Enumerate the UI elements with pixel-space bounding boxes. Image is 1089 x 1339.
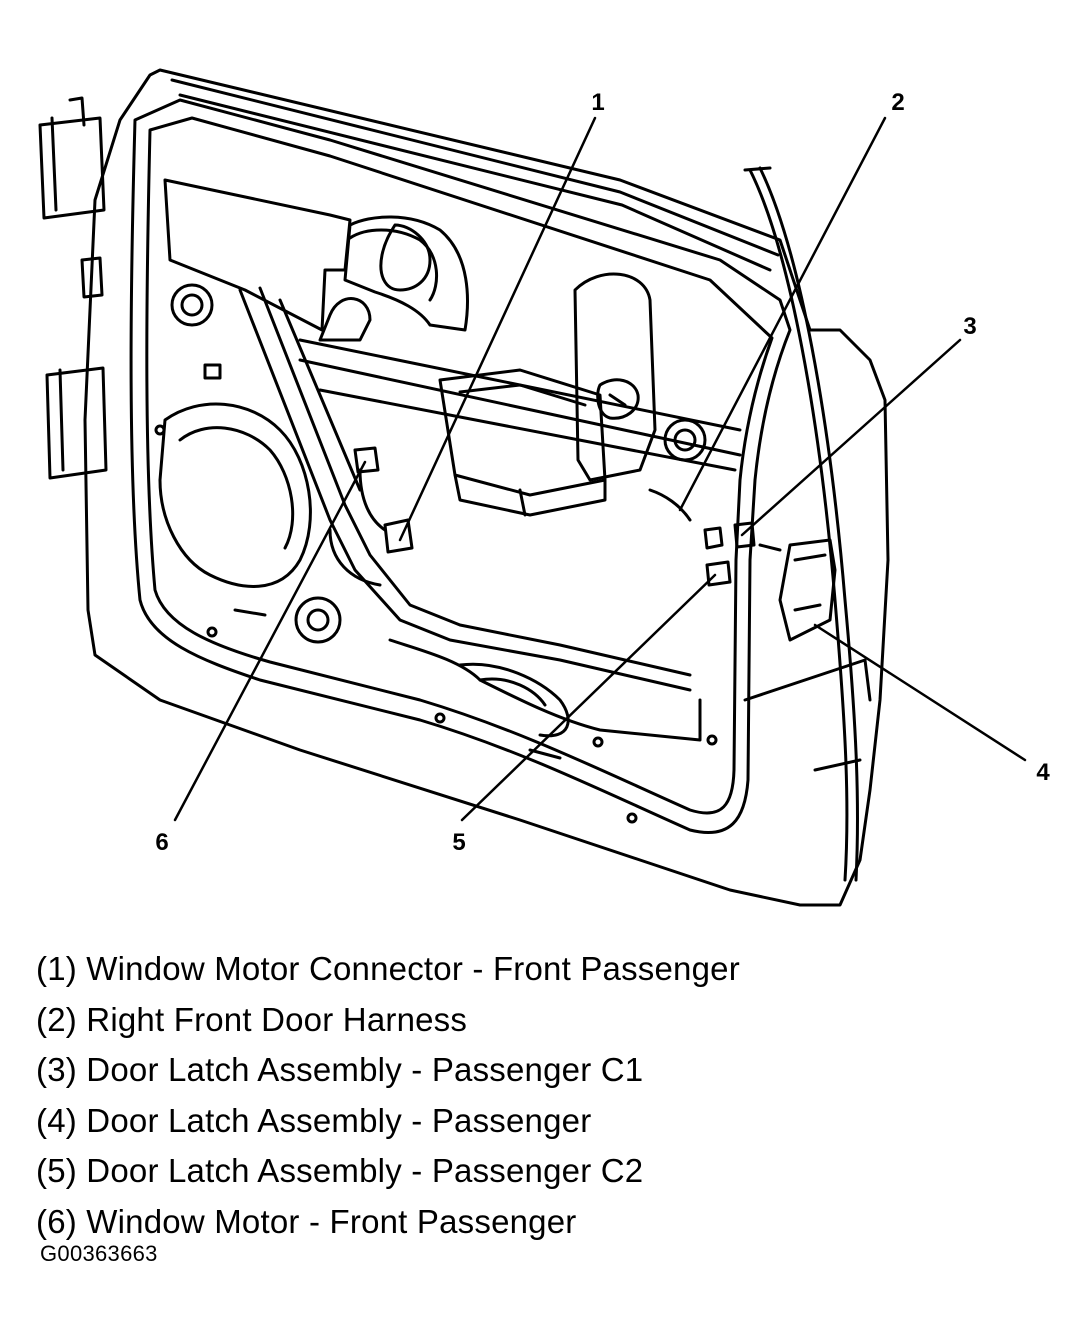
leader-6 [173,460,367,822]
speaker-opening [158,402,312,588]
leader-1 [398,116,597,542]
legend-item-1: (1) Window Motor Connector - Front Passe… [36,950,740,987]
legend: (1) Window Motor Connector - Front Passe… [36,944,1056,1247]
window-motor-housing [438,272,657,517]
lower-pocket [388,638,702,742]
legend-item-2: (2) Right Front Door Harness [36,1000,468,1038]
callout-4: 4 [1036,759,1050,786]
callout-2: 2 [891,89,904,116]
door-outer-shell [83,68,890,907]
callout-1: 1 [591,89,604,116]
legend-item-4: (4) Door Latch Assembly - Passenger [36,1101,592,1139]
leader-5 [460,573,717,822]
access-holes [154,283,718,824]
hinge-brackets [38,96,108,480]
figure-id: G00363663 [40,1241,158,1266]
leader-4 [813,623,1027,762]
callout-6: 6 [155,829,168,856]
callout-leaders [173,116,1027,822]
inner-panel [129,98,792,835]
door-latch-area [648,488,872,772]
leader-3 [740,338,962,537]
door-wiring-diagram: 1 2 3 4 5 6 [38,68,1050,907]
upper-trim [163,178,469,342]
motor-connector [328,446,414,587]
legend-item-6: (6) Window Motor - Front Passenger [36,1202,577,1240]
legend-item-5: (5) Door Latch Assembly - Passenger C2 [36,1152,644,1189]
callout-5: 5 [452,829,465,856]
legend-item-3: (3) Door Latch Assembly - Passenger C1 [36,1051,644,1088]
callout-3: 3 [963,313,976,340]
leader-2 [678,116,887,512]
